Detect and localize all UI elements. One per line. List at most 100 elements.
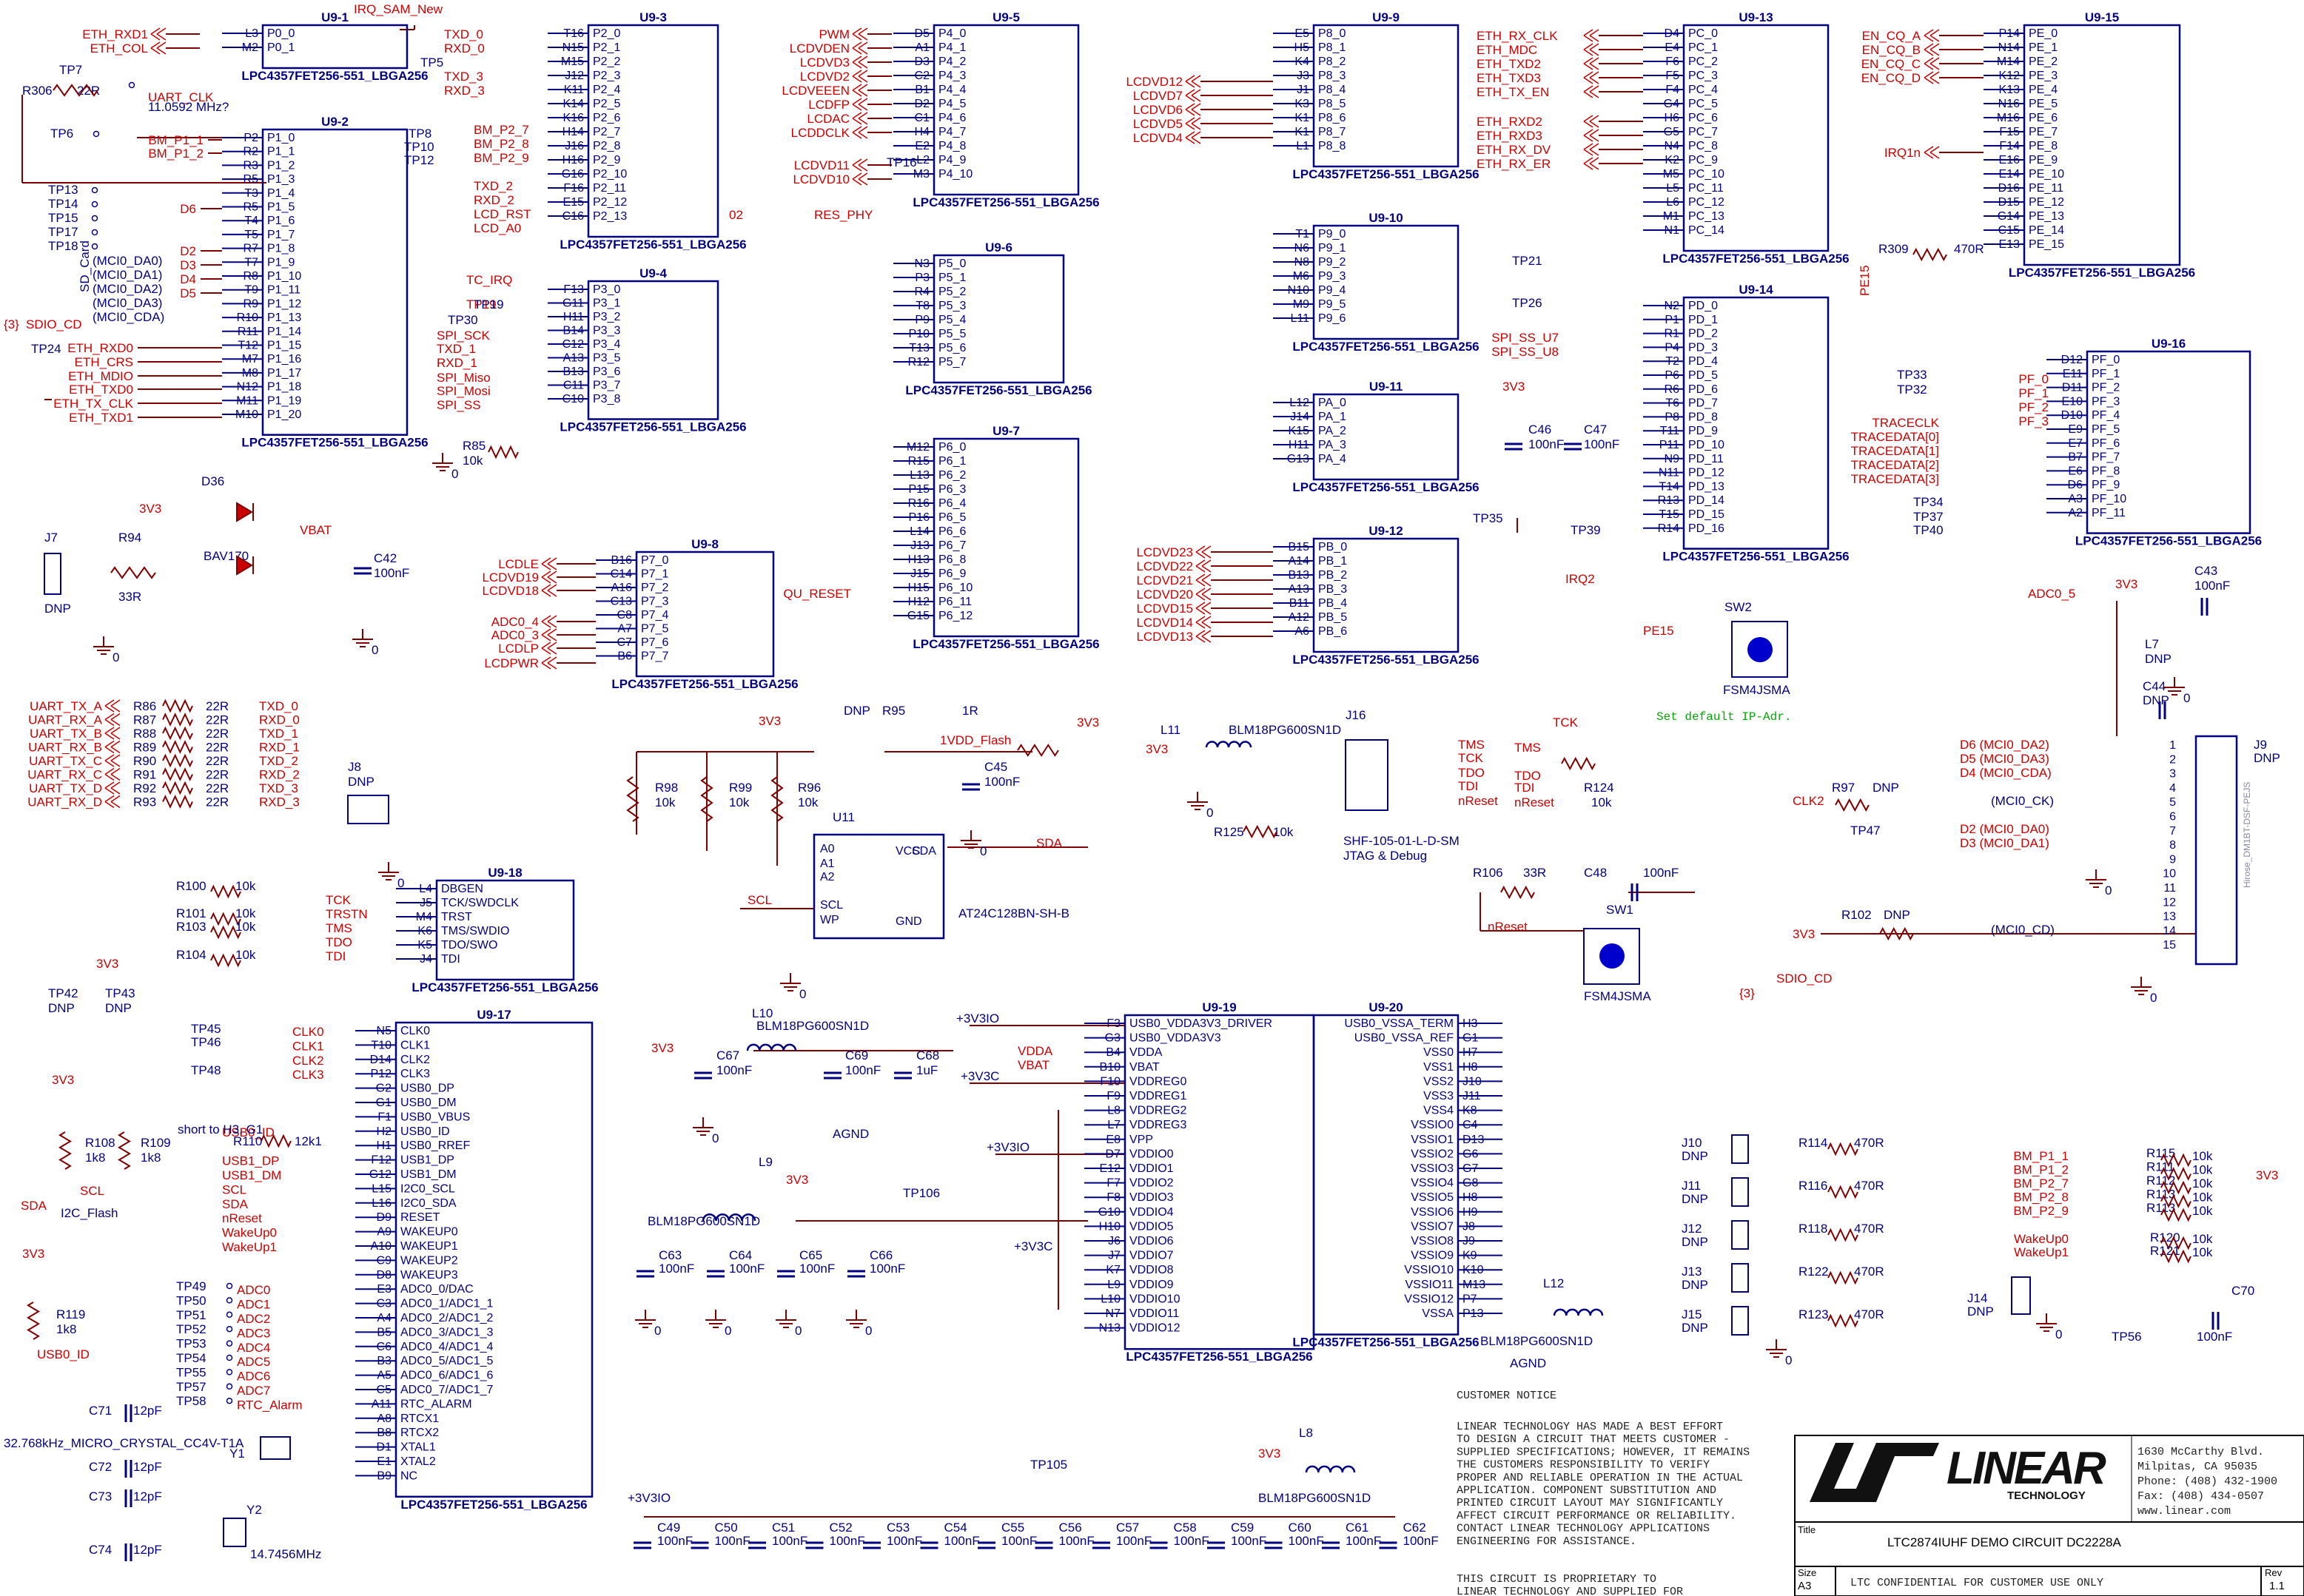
- pin-name: VDDREG0: [1129, 1075, 1186, 1088]
- tp48-label: TP48: [191, 1063, 221, 1077]
- net-label: LCDVD6: [1133, 103, 1183, 117]
- pin-name: WAKEUP2: [400, 1254, 458, 1267]
- pin-name: P1_16: [267, 353, 301, 366]
- address-2: Milpitas, CA 95035: [2137, 1461, 2257, 1473]
- j9-pin: 13: [2163, 911, 2176, 923]
- capacitor-icon: [694, 1071, 712, 1080]
- net-label: SPI_SCK: [437, 329, 490, 343]
- pin-name: PE_3: [2029, 70, 2058, 82]
- bottom-cap-label: C61: [1346, 1521, 1368, 1535]
- sheet-ref-label: {3}: [4, 317, 19, 331]
- bm-res-value: 10k: [2192, 1191, 2213, 1205]
- pin-name: P7_0: [641, 554, 668, 567]
- pin-name: P3_1: [593, 297, 620, 310]
- r306-label: R306: [22, 84, 53, 98]
- net-label: LCDVD2: [800, 70, 850, 84]
- net-flag-icon: [1195, 602, 1212, 615]
- chip-u9-20: U9-20LPC4357FET256-551_LBGA256USB0_VSSA_…: [1292, 1000, 1502, 1350]
- r96-value: 10k: [798, 795, 819, 809]
- u11-part: AT24C128BN-SH-B: [958, 906, 1069, 920]
- bottom-cap-label: C49: [657, 1521, 680, 1535]
- pin-name: USB1_DM: [400, 1168, 457, 1181]
- tp43-label: TP43: [105, 986, 135, 1000]
- bottom-cap-label: C60: [1289, 1521, 1311, 1535]
- vdda-label: VDDA: [1018, 1044, 1053, 1058]
- tp26-label: TP26: [1512, 296, 1542, 310]
- net-label: ETH_MDIO: [68, 369, 133, 383]
- pin-name: PE_15: [2029, 238, 2064, 251]
- uart-right-label: RXD_1: [259, 741, 300, 755]
- crystal-icon: [223, 1518, 246, 1547]
- net-label: TDO: [326, 935, 352, 949]
- r309-value: 470R: [1954, 242, 1984, 256]
- chip-ref: U9-13: [1739, 10, 1773, 24]
- bottom-cap-value: 100nF: [830, 1534, 865, 1548]
- resistor-icon: [162, 740, 193, 754]
- capacitor-icon: [863, 1541, 881, 1549]
- pin-name: PF_9: [2092, 479, 2120, 491]
- pin-name: ADC0_4/ADC1_4: [400, 1341, 494, 1353]
- ground-icon: 0: [378, 862, 404, 890]
- pin-name: P3_7: [593, 380, 620, 392]
- c68-label: C68: [916, 1048, 939, 1063]
- pin-name: PB_3: [1318, 583, 1347, 596]
- pin-name: VDDIO0: [1129, 1148, 1174, 1160]
- j9-pin: 7: [2169, 825, 2176, 838]
- tp6-label: TP6: [50, 127, 73, 141]
- pin-name: TDI: [441, 953, 460, 966]
- chip-part: LPC4357FET256-551_LBGA256: [241, 69, 428, 83]
- j8-label: J8: [348, 760, 361, 774]
- net-label: LCDPWR: [484, 656, 539, 670]
- net-label: TC_IRQ: [466, 273, 512, 287]
- rev-value: 1.1: [2269, 1580, 2285, 1592]
- chip-ref: U9-19: [1202, 1000, 1236, 1014]
- net-label: ADC1: [237, 1298, 270, 1312]
- c70-value: 100nF: [2197, 1330, 2232, 1344]
- tdo-label-2: TDO: [1514, 769, 1541, 783]
- r470-value: 470R: [1854, 1307, 1884, 1321]
- c67-label: C67: [716, 1048, 739, 1063]
- ground-label: 0: [2150, 991, 2157, 1005]
- resistor-body: [1827, 1228, 1858, 1242]
- pin-name: PE_2: [2029, 55, 2058, 68]
- chip-u9-17: U9-17LPC4357FET256-551_LBGA256CLK0N5CLK1…: [355, 1008, 594, 1512]
- resistor-icon: [162, 767, 193, 781]
- chip-ref: U9-6: [985, 240, 1012, 255]
- pin-name: P4_10: [938, 168, 973, 181]
- sda-label-2: SDA: [21, 1199, 47, 1213]
- ground-label: 0: [654, 1324, 661, 1338]
- net-label: RXD_2: [474, 193, 514, 207]
- net-flag-icon: [852, 98, 868, 111]
- bottom-cap-value: 100nF: [1346, 1534, 1381, 1548]
- r97-dnp: DNP: [1873, 781, 1899, 795]
- test-point-icon: [93, 130, 100, 138]
- pe15-vert-label: PE15: [1858, 265, 1872, 296]
- net-label: BM_P1_1: [148, 133, 204, 147]
- sw1-label: SW1: [1606, 903, 1633, 917]
- net-label: TRACEDATA[1]: [1851, 444, 1939, 458]
- pin-name: P5_3: [938, 300, 966, 312]
- net-flag-icon: [852, 126, 868, 139]
- notice-line: CONTACT LINEAR TECHNOLOGY APPLICATIONS: [1457, 1523, 1710, 1535]
- v3v3-label: 3V3: [139, 502, 161, 516]
- u11-pin: VCC: [896, 845, 921, 858]
- r109-label: R109: [141, 1136, 171, 1150]
- pin-name: P1_7: [267, 229, 295, 241]
- tp56-label: TP56: [2112, 1330, 2142, 1344]
- net-label: ETH_RXD2: [1477, 115, 1542, 129]
- r95-label: R95: [882, 704, 905, 718]
- c66-label: C66: [870, 1248, 893, 1262]
- pin-name: WAKEUP3: [400, 1269, 458, 1282]
- net-label: TDI: [326, 949, 346, 963]
- connector-icon: [1731, 1306, 1749, 1336]
- pin-name: P9_4: [1318, 284, 1346, 297]
- c67-value: 100nF: [716, 1063, 752, 1077]
- pin-name: P5_1: [938, 272, 966, 284]
- resistor-body: [58, 1131, 72, 1170]
- net-label: CLK3: [292, 1068, 324, 1082]
- net-flag-icon: [1583, 85, 1599, 98]
- bm-res-value: 10k: [2192, 1204, 2213, 1218]
- net-label: PF_3: [2018, 414, 2049, 428]
- net-flag-icon: [1195, 587, 1212, 601]
- resistor-icon: [1827, 1228, 1858, 1242]
